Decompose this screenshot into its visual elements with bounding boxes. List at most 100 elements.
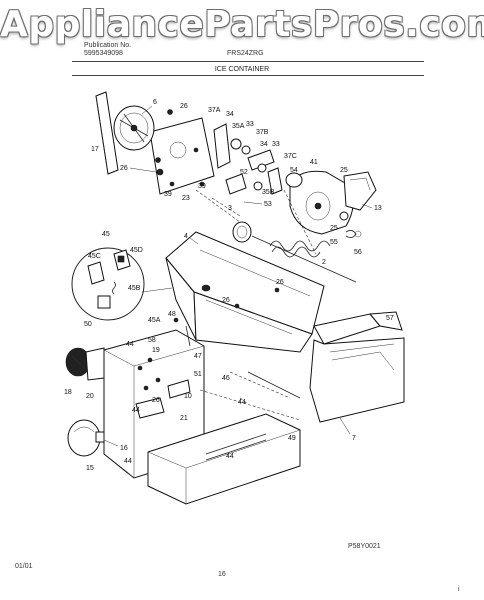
callout-25: 25 xyxy=(330,225,338,232)
callout-labels: 6 26 17 26 39 23 39 37A 34 33 35A 37B 34… xyxy=(64,99,394,472)
callout-41: 41 xyxy=(310,159,318,166)
gear-51 xyxy=(167,379,191,399)
callout-21: 21 xyxy=(180,415,188,422)
screw-58 xyxy=(147,357,153,363)
callout-3: 3 xyxy=(228,205,232,212)
detail-circle-45 xyxy=(71,247,173,321)
callout-44: 44 xyxy=(226,453,234,460)
callout-19: 19 xyxy=(152,347,160,354)
callout-2: 2 xyxy=(322,259,326,266)
callout-13: 13 xyxy=(374,205,382,212)
screw-48 xyxy=(173,317,179,323)
callout-33: 33 xyxy=(246,121,254,128)
auger-motor-6 xyxy=(113,105,155,151)
bottom-tray-49 xyxy=(147,413,301,505)
callout-46: 46 xyxy=(222,375,230,382)
callout-48: 48 xyxy=(168,311,176,318)
watermark: AppliancePartsPros.com xyxy=(0,4,484,45)
pin-25 xyxy=(339,211,349,221)
callout-10: 10 xyxy=(184,393,192,400)
callout-26: 26 xyxy=(152,397,160,404)
callout-44: 44 xyxy=(132,407,140,414)
model-number: FRS24ZRG xyxy=(227,50,264,57)
callout-37b: 37B xyxy=(256,129,269,136)
callout-18: 18 xyxy=(64,389,72,396)
callout-23: 23 xyxy=(182,195,190,202)
callout-37a: 37A xyxy=(208,107,221,114)
callout-52: 52 xyxy=(240,169,248,176)
callout-44: 44 xyxy=(124,458,132,465)
screw-26-top xyxy=(167,109,173,115)
mounting-plate-17 xyxy=(95,91,215,195)
screw-47 xyxy=(185,325,191,347)
callout-51: 51 xyxy=(194,371,202,378)
revision-date: 01/01 xyxy=(15,563,33,570)
callout-34: 34 xyxy=(260,141,268,148)
callout-33: 33 xyxy=(272,141,280,148)
callout-54: 54 xyxy=(290,167,298,174)
callout-25: 25 xyxy=(340,167,348,174)
callout-50: 50 xyxy=(84,321,92,328)
callout-57: 57 xyxy=(386,315,394,322)
switch-21 xyxy=(135,397,165,419)
page-number: 16 xyxy=(218,571,226,578)
callout-44: 44 xyxy=(126,341,134,348)
callout-7: 7 xyxy=(352,435,356,442)
callout-34: 34 xyxy=(226,111,234,118)
wire-46 xyxy=(247,371,301,399)
callout-15: 15 xyxy=(86,465,94,472)
callout-35a: 35A xyxy=(232,123,245,130)
screw-26-bin-left xyxy=(234,303,240,309)
bearing-3 xyxy=(232,221,252,243)
callout-6: 6 xyxy=(153,99,157,106)
callout-53: 53 xyxy=(264,201,272,208)
publication-label: Publication No. xyxy=(84,42,132,49)
callout-4: 4 xyxy=(184,233,188,240)
callout-49: 49 xyxy=(288,435,296,442)
callout-26: 26 xyxy=(276,279,284,286)
callout-39: 39 xyxy=(164,191,172,198)
screw-39-right xyxy=(199,181,205,187)
callout-39: 39 xyxy=(198,183,206,190)
callout-56: 56 xyxy=(354,249,362,256)
door-flap-13 xyxy=(343,171,377,211)
callout-45a: 45A xyxy=(148,317,161,324)
section-title: ICE CONTAINER xyxy=(214,66,270,73)
door-assembly-41 xyxy=(285,170,354,235)
header-rule-bottom xyxy=(72,75,424,76)
screw-26-bin-right xyxy=(274,287,280,293)
callout-35b: 35B xyxy=(262,189,275,196)
callout-26: 26 xyxy=(222,297,230,304)
callout-26: 26 xyxy=(180,103,188,110)
header-rule-top xyxy=(72,61,424,62)
ice-chute-door-57 xyxy=(309,311,405,423)
screw-26-left xyxy=(156,168,164,176)
callout-16: 16 xyxy=(120,445,128,452)
callout-47: 47 xyxy=(194,353,202,360)
corner-mark: i xyxy=(458,586,460,593)
callout-55: 55 xyxy=(330,239,338,246)
auger-motor-18 xyxy=(65,347,105,381)
callout-58: 58 xyxy=(148,337,156,344)
callout-45c: 45C xyxy=(88,253,101,260)
callout-20: 20 xyxy=(86,393,94,400)
dispenser-linkage xyxy=(213,123,283,195)
auger-2 xyxy=(251,235,357,283)
ice-container-4 xyxy=(165,231,325,353)
callout-37c: 37C xyxy=(284,153,297,160)
publication-number: 5995349098 xyxy=(84,50,123,57)
screw-44-c xyxy=(155,377,161,383)
callout-45d: 45D xyxy=(130,247,143,254)
lamp-15 xyxy=(67,419,105,457)
callout-45: 45 xyxy=(102,231,110,238)
callout-44: 44 xyxy=(238,399,246,406)
callout-17: 17 xyxy=(91,146,99,153)
clip-55 xyxy=(345,230,357,238)
callout-26: 26 xyxy=(120,165,128,172)
screw-39-left xyxy=(169,181,175,187)
ring-56 xyxy=(354,230,362,238)
figure-code: P58Y0021 xyxy=(348,543,381,550)
callout-45b: 45B xyxy=(128,285,141,292)
